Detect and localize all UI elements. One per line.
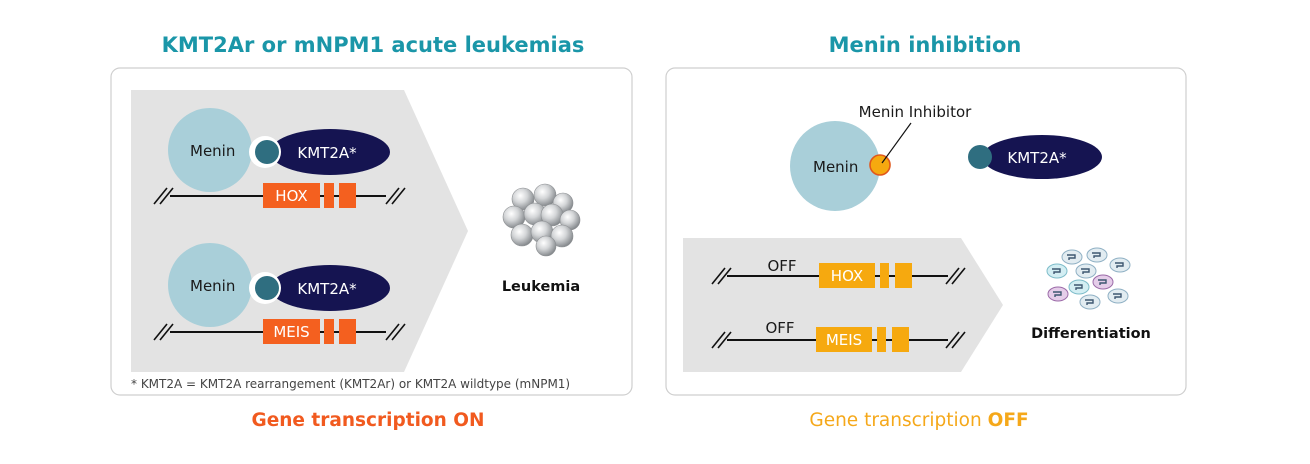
exon-block (877, 327, 886, 352)
menin-inhibitor-molecule (869, 154, 891, 176)
kmt2a-protein (270, 265, 390, 311)
dna-break-mark (385, 187, 400, 205)
dna-break-mark (711, 267, 726, 285)
differentiated-cell (1061, 249, 1083, 265)
off-label: OFF (765, 319, 794, 337)
inhibited-menin: Menin Menin Inhibitor (790, 103, 972, 211)
exon-block (339, 183, 356, 208)
leukemia-cell (533, 183, 557, 207)
differentiated-cell (1075, 263, 1097, 279)
differentiated-cell (1079, 294, 1101, 310)
hox-gene-off: OFF HOX (711, 257, 966, 288)
differentiated-cell-cluster (1046, 247, 1131, 310)
differentiated-cell (1107, 288, 1129, 304)
differentiated-cell (1068, 279, 1090, 295)
exon-block (895, 263, 912, 288)
menin-protein (168, 243, 252, 327)
off-label: OFF (767, 257, 796, 275)
dna-break-mark (711, 331, 726, 349)
differentiated-cell (1109, 257, 1131, 273)
meis-gene-off: OFF MEIS (711, 319, 966, 352)
menin-protein (790, 121, 880, 211)
differentiated-cell (1086, 247, 1108, 263)
leukemia-cell (510, 223, 534, 247)
kmt2a-label: KMT2A* (297, 280, 357, 298)
differentiated-cell (1092, 274, 1114, 290)
exon-block (324, 183, 334, 208)
dna-break-mark (153, 187, 168, 205)
exon-block (880, 263, 889, 288)
status-emphasis: OFF (988, 410, 1029, 431)
menin-label: Menin (190, 142, 235, 160)
binding-domain (255, 276, 279, 300)
kmt2a-label: KMT2A* (1007, 149, 1067, 167)
kmt2a-protein (270, 129, 390, 175)
leukemia-cell (550, 224, 574, 248)
binding-domain (968, 145, 992, 169)
leukemia-cell (511, 187, 535, 211)
dna-break-mark (159, 323, 174, 341)
dna-break-mark (945, 267, 960, 285)
status-transcription-off: Gene transcription OFF (809, 410, 1028, 431)
footnote: * KMT2A = KMT2A rearrangement (KMT2Ar) o… (131, 377, 570, 391)
status-prefix: Gene transcription (809, 410, 987, 431)
menin-label: Menin (190, 277, 235, 295)
hox-gene-label: HOX (275, 187, 307, 205)
menin-protein (168, 108, 252, 192)
left-panel-title: KMT2Ar or mNPM1 acute leukemias (162, 33, 585, 57)
leukemia-label: Leukemia (502, 279, 580, 295)
dna-break-mark (951, 331, 966, 349)
meis-gene-label: MEIS (273, 323, 309, 341)
binding-domain (255, 140, 279, 164)
differentiated-cell (1046, 263, 1068, 279)
kmt2a-label: KMT2A* (297, 144, 357, 162)
bottom-complex: MEIS Menin KMT2A* (153, 243, 406, 344)
dna-break-mark (385, 323, 400, 341)
right-chevron (683, 238, 1003, 372)
menin-inhibitor-label: Menin Inhibitor (859, 103, 972, 121)
free-kmt2a: KMT2A* (968, 135, 1102, 179)
leukemia-cell (535, 235, 557, 257)
top-complex: HOX Menin KMT2A* (153, 108, 406, 208)
dna-break-mark (945, 331, 960, 349)
hox-gene-block (819, 263, 875, 288)
dna-break-mark (951, 267, 966, 285)
dna-break-mark (159, 187, 174, 205)
leukemia-cell-cluster (502, 183, 581, 257)
meis-gene-block (263, 319, 320, 344)
dna-break-mark (391, 323, 406, 341)
meis-gene-label: MEIS (826, 331, 862, 349)
menin-label: Menin (813, 158, 858, 176)
right-panel-title: Menin inhibition (829, 33, 1022, 57)
hox-gene-label: HOX (831, 267, 863, 285)
exon-block (339, 319, 356, 344)
dna-break-mark (391, 187, 406, 205)
hox-gene-block (263, 183, 320, 208)
exon-block (892, 327, 909, 352)
differentiation-label: Differentiation (1031, 326, 1151, 342)
dna-break-mark (717, 267, 732, 285)
dna-break-mark (717, 331, 732, 349)
status-transcription-on: Gene transcription ON (252, 410, 485, 431)
meis-gene-block (816, 327, 872, 352)
kmt2a-protein (982, 135, 1102, 179)
exon-block (324, 319, 334, 344)
dna-break-mark (153, 323, 168, 341)
differentiated-cell (1047, 286, 1069, 302)
inhibitor-pointer-line (881, 122, 912, 164)
